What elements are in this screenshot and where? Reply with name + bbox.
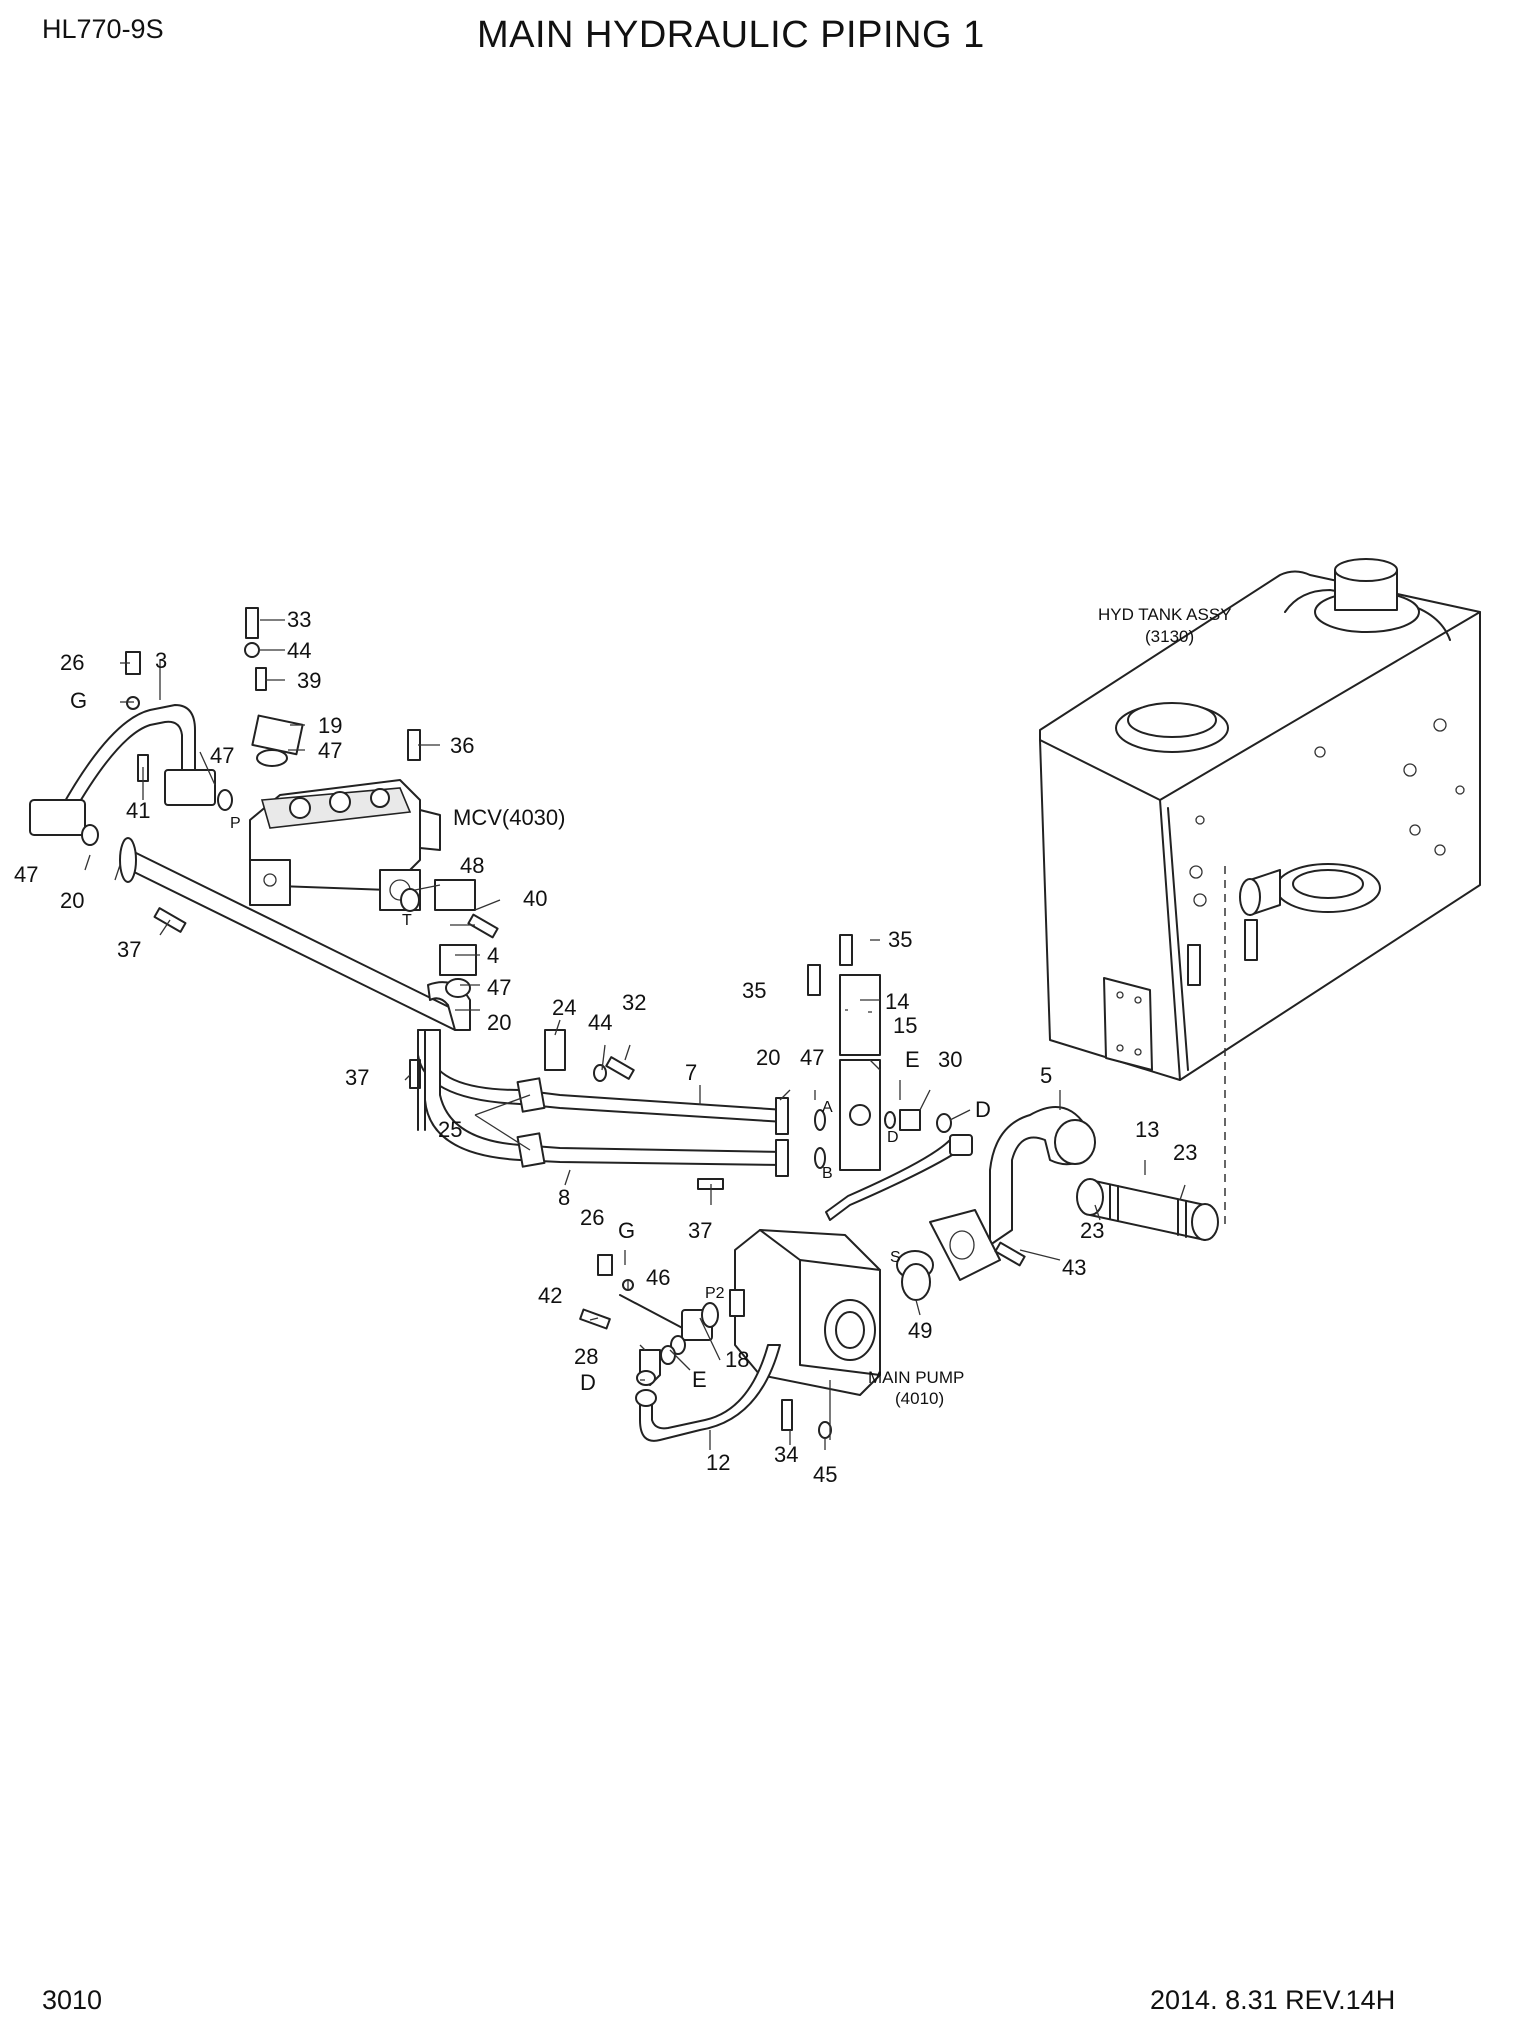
callout-45: 45 [813, 1462, 837, 1487]
callout-g-a: G [70, 688, 87, 713]
callout-39: 39 [297, 668, 321, 693]
callout-47-a: 47 [318, 738, 342, 763]
callout-20-b: 20 [487, 1010, 511, 1035]
callout-47-e: 47 [800, 1045, 824, 1070]
callout-36: 36 [450, 733, 474, 758]
callout-g-b: G [618, 1218, 635, 1243]
callout-44-b: 44 [588, 1010, 612, 1035]
callout-20-a: 20 [60, 888, 84, 913]
callout-3: 3 [155, 648, 167, 673]
valve-block-15 [839, 974, 881, 1171]
callout-e-a: E [905, 1047, 920, 1072]
callout-46: 46 [646, 1265, 670, 1290]
hose-fitting-right [825, 1134, 973, 1221]
callout-23-b: 23 [1080, 1218, 1104, 1243]
hose-25-sleeves [516, 1077, 546, 1168]
callout-d-a: D [975, 1097, 991, 1122]
bolts-and-fittings [81, 607, 1026, 1439]
callout-35-b: 35 [742, 978, 766, 1003]
callout-37-b: 37 [345, 1065, 369, 1090]
hydraulic-tank [1039, 558, 1481, 1081]
callout-49: 49 [908, 1318, 932, 1343]
callout-4: 4 [487, 943, 499, 968]
callout-15: 15 [893, 1013, 917, 1038]
port-d: D [887, 1129, 899, 1146]
callout-37-c: 37 [688, 1218, 712, 1243]
callout-20-c: 20 [756, 1045, 780, 1070]
callout-23-a: 23 [1173, 1140, 1197, 1165]
callout-35-a: 35 [888, 927, 912, 952]
callout-43: 43 [1062, 1255, 1086, 1280]
callout-7: 7 [685, 1060, 697, 1085]
callout-30: 30 [938, 1047, 962, 1072]
port-t: T [402, 912, 412, 929]
callout-26-b: 26 [580, 1205, 604, 1230]
port-p2: P2 [705, 1285, 725, 1302]
pipe-3 [29, 704, 216, 836]
hyd-tank-ref: (3130) [1145, 627, 1194, 646]
callout-labels: 33 44 39 19 47 36 26 3 G 47 41 47 20 37 … [14, 607, 1197, 1487]
callout-d-b: D [580, 1370, 596, 1395]
pipe-8 [424, 1029, 789, 1177]
page-number: 3010 [42, 1985, 103, 2015]
main-pump [729, 1229, 881, 1396]
callout-47-d: 47 [487, 975, 511, 1000]
callout-34: 34 [774, 1442, 798, 1467]
callout-41: 41 [126, 798, 150, 823]
callout-e-b: E [692, 1367, 707, 1392]
callout-42: 42 [538, 1283, 562, 1308]
callout-37-a: 37 [117, 937, 141, 962]
callout-32: 32 [622, 990, 646, 1015]
leader-lines [84, 619, 1186, 1450]
hose-46 [619, 1294, 713, 1341]
callout-14: 14 [885, 989, 909, 1014]
callout-44: 44 [287, 638, 311, 663]
callout-26-a: 26 [60, 650, 84, 675]
page-title: MAIN HYDRAULIC PIPING 1 [477, 14, 985, 56]
port-s: S [890, 1249, 901, 1266]
callout-18: 18 [725, 1347, 749, 1372]
callout-28: 28 [574, 1344, 598, 1369]
hyd-tank-label: HYD TANK ASSY [1098, 605, 1232, 624]
callout-47-b: 47 [210, 743, 234, 768]
callout-12: 12 [706, 1450, 730, 1475]
callout-8: 8 [558, 1185, 570, 1210]
callout-40: 40 [523, 886, 547, 911]
port-p: P [230, 815, 241, 832]
port-b: B [822, 1165, 833, 1182]
callout-5: 5 [1040, 1063, 1052, 1088]
callout-19: 19 [318, 713, 342, 738]
model-code: HL770-9S [42, 14, 164, 44]
callout-33: 33 [287, 607, 311, 632]
pipe-7 [417, 1029, 789, 1135]
callout-24: 24 [552, 995, 576, 1020]
main-pump-ref: (4010) [895, 1389, 944, 1408]
port-a: A [822, 1099, 833, 1116]
pipe-12 [635, 1344, 781, 1442]
callout-13: 13 [1135, 1117, 1159, 1142]
callout-48: 48 [460, 853, 484, 878]
revision-date: 2014. 8.31 REV.14H [1150, 1985, 1396, 2015]
callout-47-c: 47 [14, 862, 38, 887]
callout-25: 25 [438, 1117, 462, 1142]
mcv-label: MCV(4030) [453, 805, 565, 830]
suction-hose [1076, 1178, 1219, 1241]
main-pump-label: MAIN PUMP [868, 1368, 964, 1387]
